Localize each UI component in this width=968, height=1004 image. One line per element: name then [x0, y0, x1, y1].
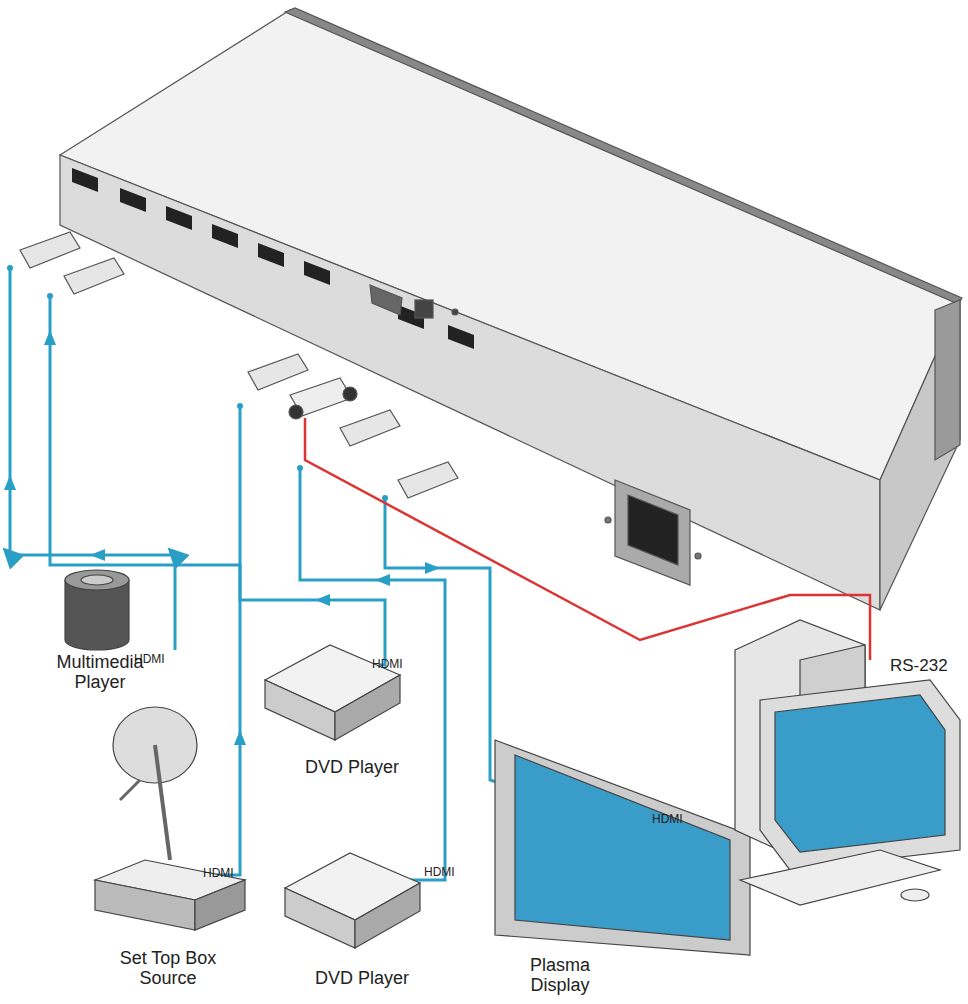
signal-name: HDMI	[134, 652, 165, 666]
device-label: Set Top Box Source	[108, 948, 228, 988]
signal-name: HDMI	[203, 866, 234, 880]
signal-name: HDMI	[372, 657, 403, 671]
plasma-display	[495, 740, 750, 955]
matrix-switcher	[60, 8, 962, 610]
device-name: DVD Player	[287, 757, 417, 777]
rs232-cable	[305, 418, 870, 660]
cable-end	[7, 265, 388, 501]
device-label: Plasma Display	[500, 955, 620, 995]
device-label: DVD Player	[297, 968, 427, 988]
computer	[735, 620, 960, 905]
dvd-player	[265, 645, 420, 948]
signal-name: HDMI	[652, 812, 683, 826]
port-name: RS-232	[890, 656, 948, 676]
device-name: DVD Player	[297, 968, 427, 988]
signal-name: HDMI	[424, 865, 455, 879]
dsub-plug	[289, 378, 357, 419]
device-label: DVD Player	[287, 757, 417, 777]
device-name: Set Top Box Source	[108, 948, 228, 988]
multimedia-player	[65, 570, 129, 650]
arrowhead	[4, 330, 630, 828]
set-top-box	[95, 707, 245, 930]
device-name: Plasma Display	[500, 955, 620, 995]
